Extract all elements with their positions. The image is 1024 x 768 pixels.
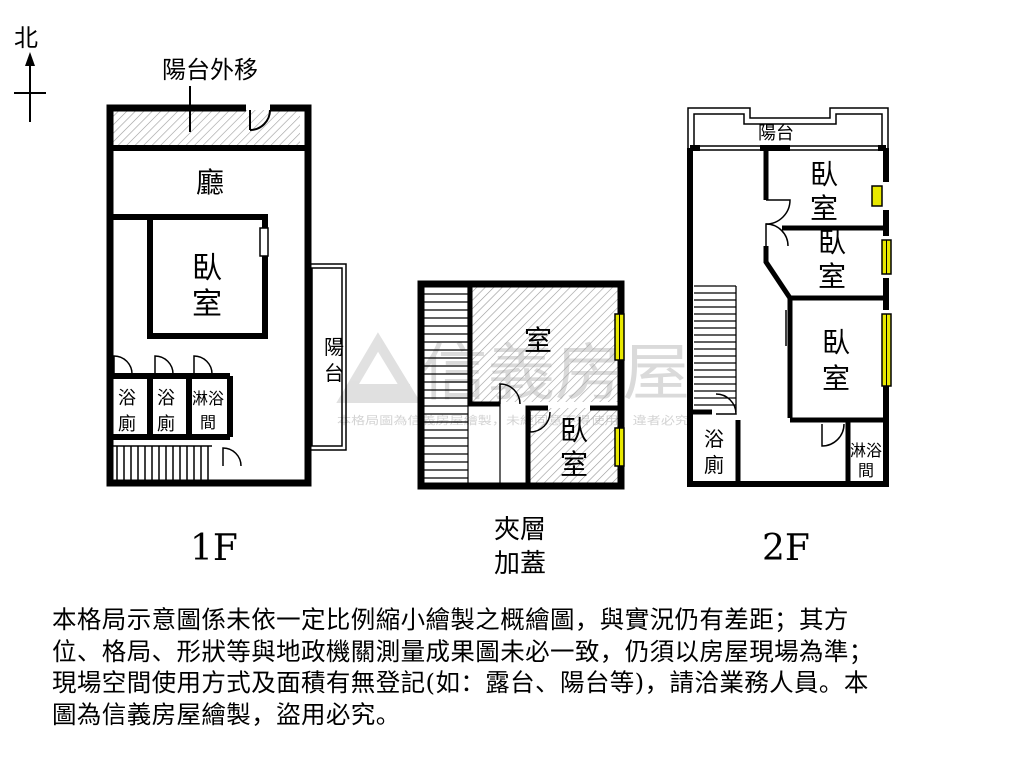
shower-room-2f-label-1: 淋浴 (850, 441, 882, 460)
bathroom-2-label-1: 浴 (157, 388, 175, 409)
doors-2f (715, 199, 845, 447)
floor-mezzanine: 室 臥 室 夾層 加蓋 (417, 280, 625, 579)
watermark-notice: 本格局圖為信義房屋繪製，未經同意不得使用，違者必究 (337, 413, 689, 427)
bedroom-label-2: 室 (192, 287, 222, 322)
shower-room-label-2: 間 (200, 413, 216, 432)
bedroom-window (259, 227, 269, 257)
mezzanine-bedroom-label-2: 室 (560, 448, 588, 481)
bedroom-1-label-1: 臥 (810, 158, 838, 191)
bedroom-2-label-1: 臥 (818, 226, 846, 259)
floor-1f: 陽台外移 廳 臥 室 陽 台 浴 廁 浴 廁 淋浴 間 1F (106, 56, 347, 569)
mezzanine-windows (614, 313, 625, 467)
disclaimer-line-2: 位、格局、形狀等與地政機關測量成果圖未必一致，仍須以房屋現場為準； (52, 636, 874, 666)
balcony-label-1: 陽 (324, 335, 344, 359)
floor-label-2f: 2F (762, 528, 810, 569)
bedroom-3-label-2: 室 (822, 362, 850, 395)
watermark-logo-icon (336, 332, 421, 403)
windows-2f (871, 185, 892, 387)
bathroom-1-label-1: 浴 (118, 388, 136, 409)
floor-2f: 陽台 臥 室 臥 室 臥 室 浴 廁 淋浴 間 2F (687, 107, 892, 569)
disclaimer-text: 本格局示意圖係未依一定比例縮小繪製之概繪圖，與實況仍有差距；其方 位、格局、形狀… (52, 604, 1012, 730)
balcony-moved-out-label: 陽台外移 (162, 56, 258, 84)
mezzanine-door-icon (499, 383, 551, 433)
mezzanine-bedroom-label-1: 臥 (560, 414, 588, 447)
north-compass: 北 (14, 24, 46, 122)
mezzanine-floor-label-2: 加蓋 (494, 549, 546, 579)
balcony-label-2: 台 (324, 361, 344, 385)
balcony-door-icon (249, 109, 271, 131)
balcony-2f-label: 陽台 (758, 123, 794, 144)
north-label: 北 (14, 24, 38, 52)
mezzanine-floor-label-1: 夾層 (494, 515, 546, 545)
side-balcony-1f (307, 263, 347, 451)
disclaimer-line-4: 圖為信義房屋繪製，盜用必究。 (52, 699, 401, 729)
floor-label-1f: 1F (190, 528, 238, 569)
bedroom-2-label-2: 室 (818, 260, 846, 293)
balcony-2f (687, 107, 889, 148)
stairs-1f (113, 445, 212, 480)
bathroom-2f-label-1: 浴 (704, 427, 724, 451)
disclaimer-line-3: 現場空間使用方式及面積有無登記(如：露台、陽台等)，請洽業務人員。本 (52, 668, 869, 697)
bedroom-1-label-2: 室 (810, 192, 838, 225)
shower-room-label-1: 淋浴 (192, 389, 224, 408)
mezzanine-room-label: 室 (524, 324, 552, 357)
bedroom-3-label-1: 臥 (822, 326, 850, 359)
floor-plan-diagram: 信義房屋 本格局圖為信義房屋繪製，未經同意不得使用，違者必究 北 (14, 24, 892, 579)
bathroom-1-label-2: 廁 (118, 413, 136, 435)
living-room-label: 廳 (196, 166, 224, 199)
bathroom-2f-label-2: 廁 (704, 453, 724, 477)
shower-room-2f-label-2: 間 (858, 461, 874, 480)
disclaimer-line-1: 本格局示意圖係未依一定比例縮小繪製之概繪圖，與實況仍有差距；其方 (52, 605, 849, 634)
stairs-2f (694, 285, 737, 412)
bedroom-label-1: 臥 (192, 251, 222, 286)
bathroom-2-label-2: 廁 (157, 413, 175, 435)
north-arrow-icon (25, 52, 35, 66)
